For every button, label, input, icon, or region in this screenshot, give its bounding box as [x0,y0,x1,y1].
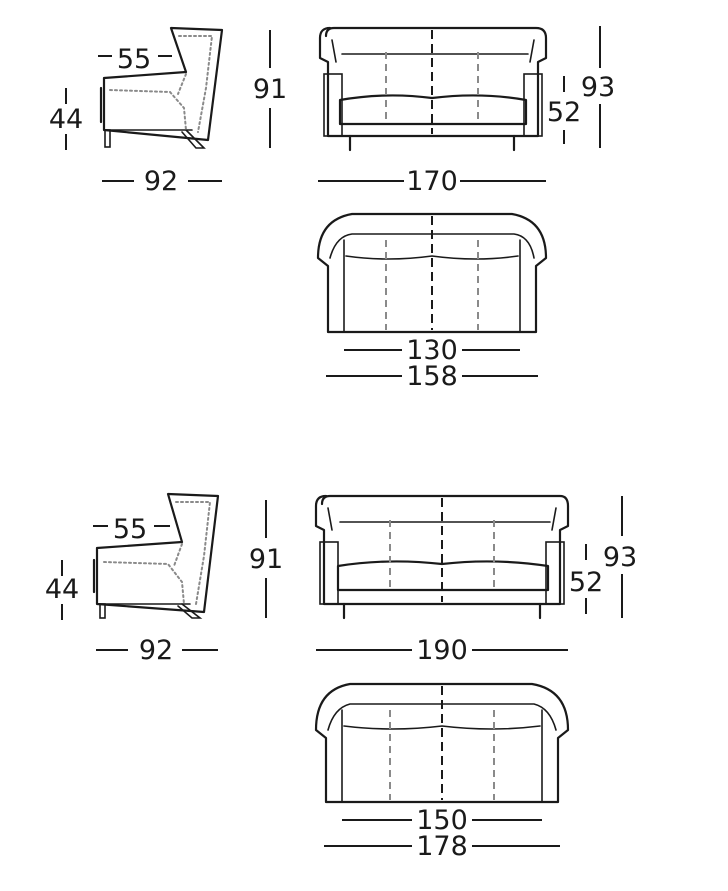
seat-height-label: 44 [45,574,79,605]
total-height-label: 91 [249,544,283,575]
sofa-plan-view-2: 150 178 [314,682,570,862]
sofa-front-view-2: 190 [314,494,570,666]
sofa-width-label: 190 [416,635,468,666]
back-height-label: 55 [113,514,147,545]
plan-total-width-label: 158 [406,361,458,392]
depth-label: 92 [139,635,173,666]
sofa-height-label: 93 [603,542,637,573]
total-height-label: 91 [253,74,287,105]
sofa-height-dimensions-1: 52 93 [547,26,615,148]
armchair-side-view-2: 55 44 92 [45,492,220,666]
plan-seat-width-label: 130 [406,335,458,366]
sofa-height-label: 93 [581,72,615,103]
plan-total-width-label: 178 [416,831,468,862]
arm-height-label: 52 [547,97,581,128]
armchair-side-view-1: 55 44 92 [49,26,224,197]
total-height-dimension-1: 91 [253,30,287,148]
seat-height-label: 44 [49,104,83,135]
depth-label: 92 [144,166,178,197]
set-1: 55 44 92 91 [49,26,615,392]
sofa-width-label: 170 [406,166,458,197]
back-height-label: 55 [117,44,151,75]
set-2: 55 44 92 91 [45,492,637,862]
sofa-front-view-1: 170 [318,26,548,197]
sofa-height-dimensions-2: 52 93 [569,496,637,618]
plan-seat-width-label: 150 [416,805,468,836]
arm-height-label: 52 [569,567,603,598]
sofa-plan-view-1: 130 158 [316,212,548,392]
total-height-dimension-2: 91 [249,500,283,618]
